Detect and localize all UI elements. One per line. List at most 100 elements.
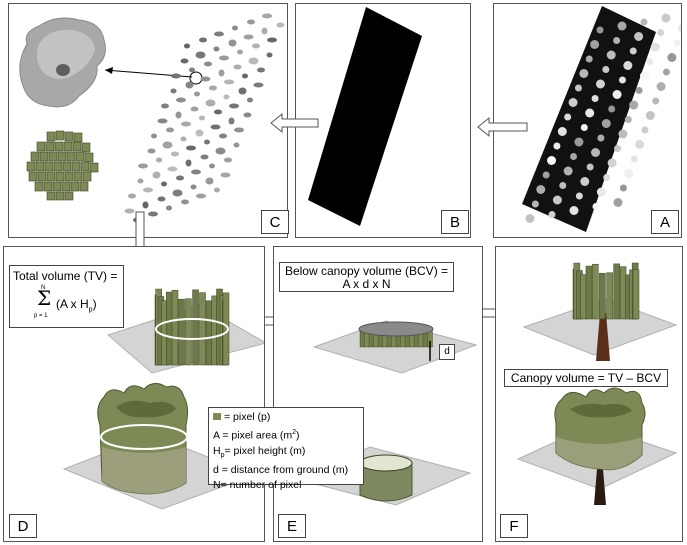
crown-point bbox=[608, 105, 616, 113]
d-label: d bbox=[444, 346, 450, 357]
panel-a: A bbox=[493, 3, 682, 238]
crown-point bbox=[190, 184, 197, 190]
canopy-formula-box: Canopy volume = TV – BCV bbox=[504, 369, 668, 387]
pixel-column bbox=[619, 266, 627, 320]
crown-point bbox=[253, 82, 264, 88]
crown-point bbox=[233, 142, 240, 148]
crown-point bbox=[199, 37, 207, 43]
crown-point bbox=[563, 166, 573, 176]
panel-e-label: E bbox=[278, 514, 306, 538]
panel-b: B bbox=[295, 3, 471, 238]
crown-point bbox=[195, 129, 204, 137]
crown-point bbox=[138, 163, 148, 169]
pixel-column bbox=[632, 269, 640, 320]
pixel-column bbox=[580, 274, 587, 320]
crown-point bbox=[232, 25, 238, 31]
panel-a-label: A bbox=[651, 210, 679, 234]
crown-point bbox=[218, 69, 225, 77]
pixel-column bbox=[592, 263, 599, 320]
crown-point bbox=[162, 141, 173, 149]
tv-sum-bottom: p = 1 bbox=[34, 313, 48, 319]
pixel-column bbox=[165, 291, 173, 366]
legend-area-b: ) bbox=[295, 429, 300, 442]
crown-point bbox=[170, 88, 177, 94]
crown-point bbox=[614, 145, 622, 152]
panel-f-graphic bbox=[516, 262, 678, 505]
crown-point bbox=[204, 139, 210, 145]
crown-point bbox=[199, 115, 205, 121]
crown-point bbox=[606, 50, 616, 60]
crown-point bbox=[223, 94, 230, 100]
crown-point bbox=[276, 22, 285, 28]
crown-point bbox=[580, 177, 590, 186]
crown-point bbox=[176, 175, 184, 181]
legend-pixel-text: = pixel (p) bbox=[224, 411, 271, 423]
crown-point bbox=[220, 172, 231, 178]
pixel-column bbox=[606, 272, 613, 320]
crown-point bbox=[634, 32, 644, 41]
crown-point bbox=[568, 98, 578, 107]
legend-area: A = pixel area (m2) bbox=[213, 425, 359, 444]
crown-point bbox=[185, 81, 194, 89]
pixel-column bbox=[222, 292, 230, 366]
legend-height-a: H bbox=[213, 444, 221, 457]
crown-point bbox=[650, 42, 660, 52]
canopy-height-crowns bbox=[525, 13, 681, 223]
crown-point bbox=[635, 140, 645, 149]
crown-point bbox=[143, 187, 153, 193]
legend-height-sub: p bbox=[220, 451, 225, 459]
crown-point bbox=[180, 58, 189, 64]
crown-point bbox=[536, 185, 546, 194]
crown-point bbox=[629, 100, 639, 110]
crown-point bbox=[237, 49, 243, 55]
panel-c: C bbox=[8, 3, 289, 238]
crown-point bbox=[209, 163, 215, 169]
crown-point bbox=[542, 171, 550, 179]
crown-point bbox=[148, 211, 158, 217]
crown-point bbox=[575, 192, 583, 200]
crown-point bbox=[564, 113, 572, 121]
tv-expression: (A x Hp) bbox=[56, 297, 97, 313]
legend-area-a: A = pixel area (m bbox=[213, 429, 293, 442]
tv-sum-top: N bbox=[41, 285, 46, 291]
crown-point bbox=[214, 31, 224, 37]
crown-point bbox=[247, 97, 253, 103]
crown-point bbox=[547, 156, 557, 165]
crown-point bbox=[640, 18, 648, 26]
crown-point bbox=[233, 64, 242, 70]
crown-point bbox=[185, 159, 192, 167]
crown-point bbox=[574, 84, 582, 92]
crown-point bbox=[613, 37, 621, 44]
crown-point bbox=[243, 34, 254, 40]
crown-point bbox=[152, 171, 161, 179]
crown-point bbox=[180, 136, 187, 142]
panel-c-label: C bbox=[261, 210, 289, 234]
crown-point bbox=[618, 76, 626, 84]
crown-point bbox=[157, 118, 168, 124]
panel-f: Canopy volume = TV – BCV F bbox=[495, 246, 683, 542]
legend-box: = pixel (p) A = pixel area (m2) Hp= pixe… bbox=[208, 407, 364, 491]
crown-point bbox=[228, 117, 235, 125]
crown-point bbox=[181, 121, 191, 127]
crown-point bbox=[559, 182, 567, 189]
crown-point bbox=[601, 119, 611, 128]
crown-point bbox=[618, 129, 628, 139]
crown-point bbox=[205, 99, 216, 107]
crown-point bbox=[553, 142, 561, 150]
crown-point bbox=[623, 61, 633, 70]
crown-point bbox=[585, 55, 593, 63]
crown-point bbox=[184, 43, 190, 49]
bcv-title: Below canopy volume (BCV) = bbox=[284, 264, 449, 278]
crown-point bbox=[585, 108, 595, 118]
crown-point bbox=[200, 76, 211, 82]
column-tops bbox=[358, 321, 434, 337]
crown-point bbox=[243, 112, 252, 118]
crown-point bbox=[133, 217, 141, 223]
crown-point bbox=[190, 106, 199, 112]
crown-point bbox=[548, 211, 556, 218]
crown-point bbox=[204, 61, 212, 67]
pixel-column bbox=[199, 292, 206, 366]
crown-point bbox=[171, 151, 179, 157]
crown-point bbox=[607, 158, 617, 168]
pixel-columns-bcv bbox=[358, 321, 434, 348]
